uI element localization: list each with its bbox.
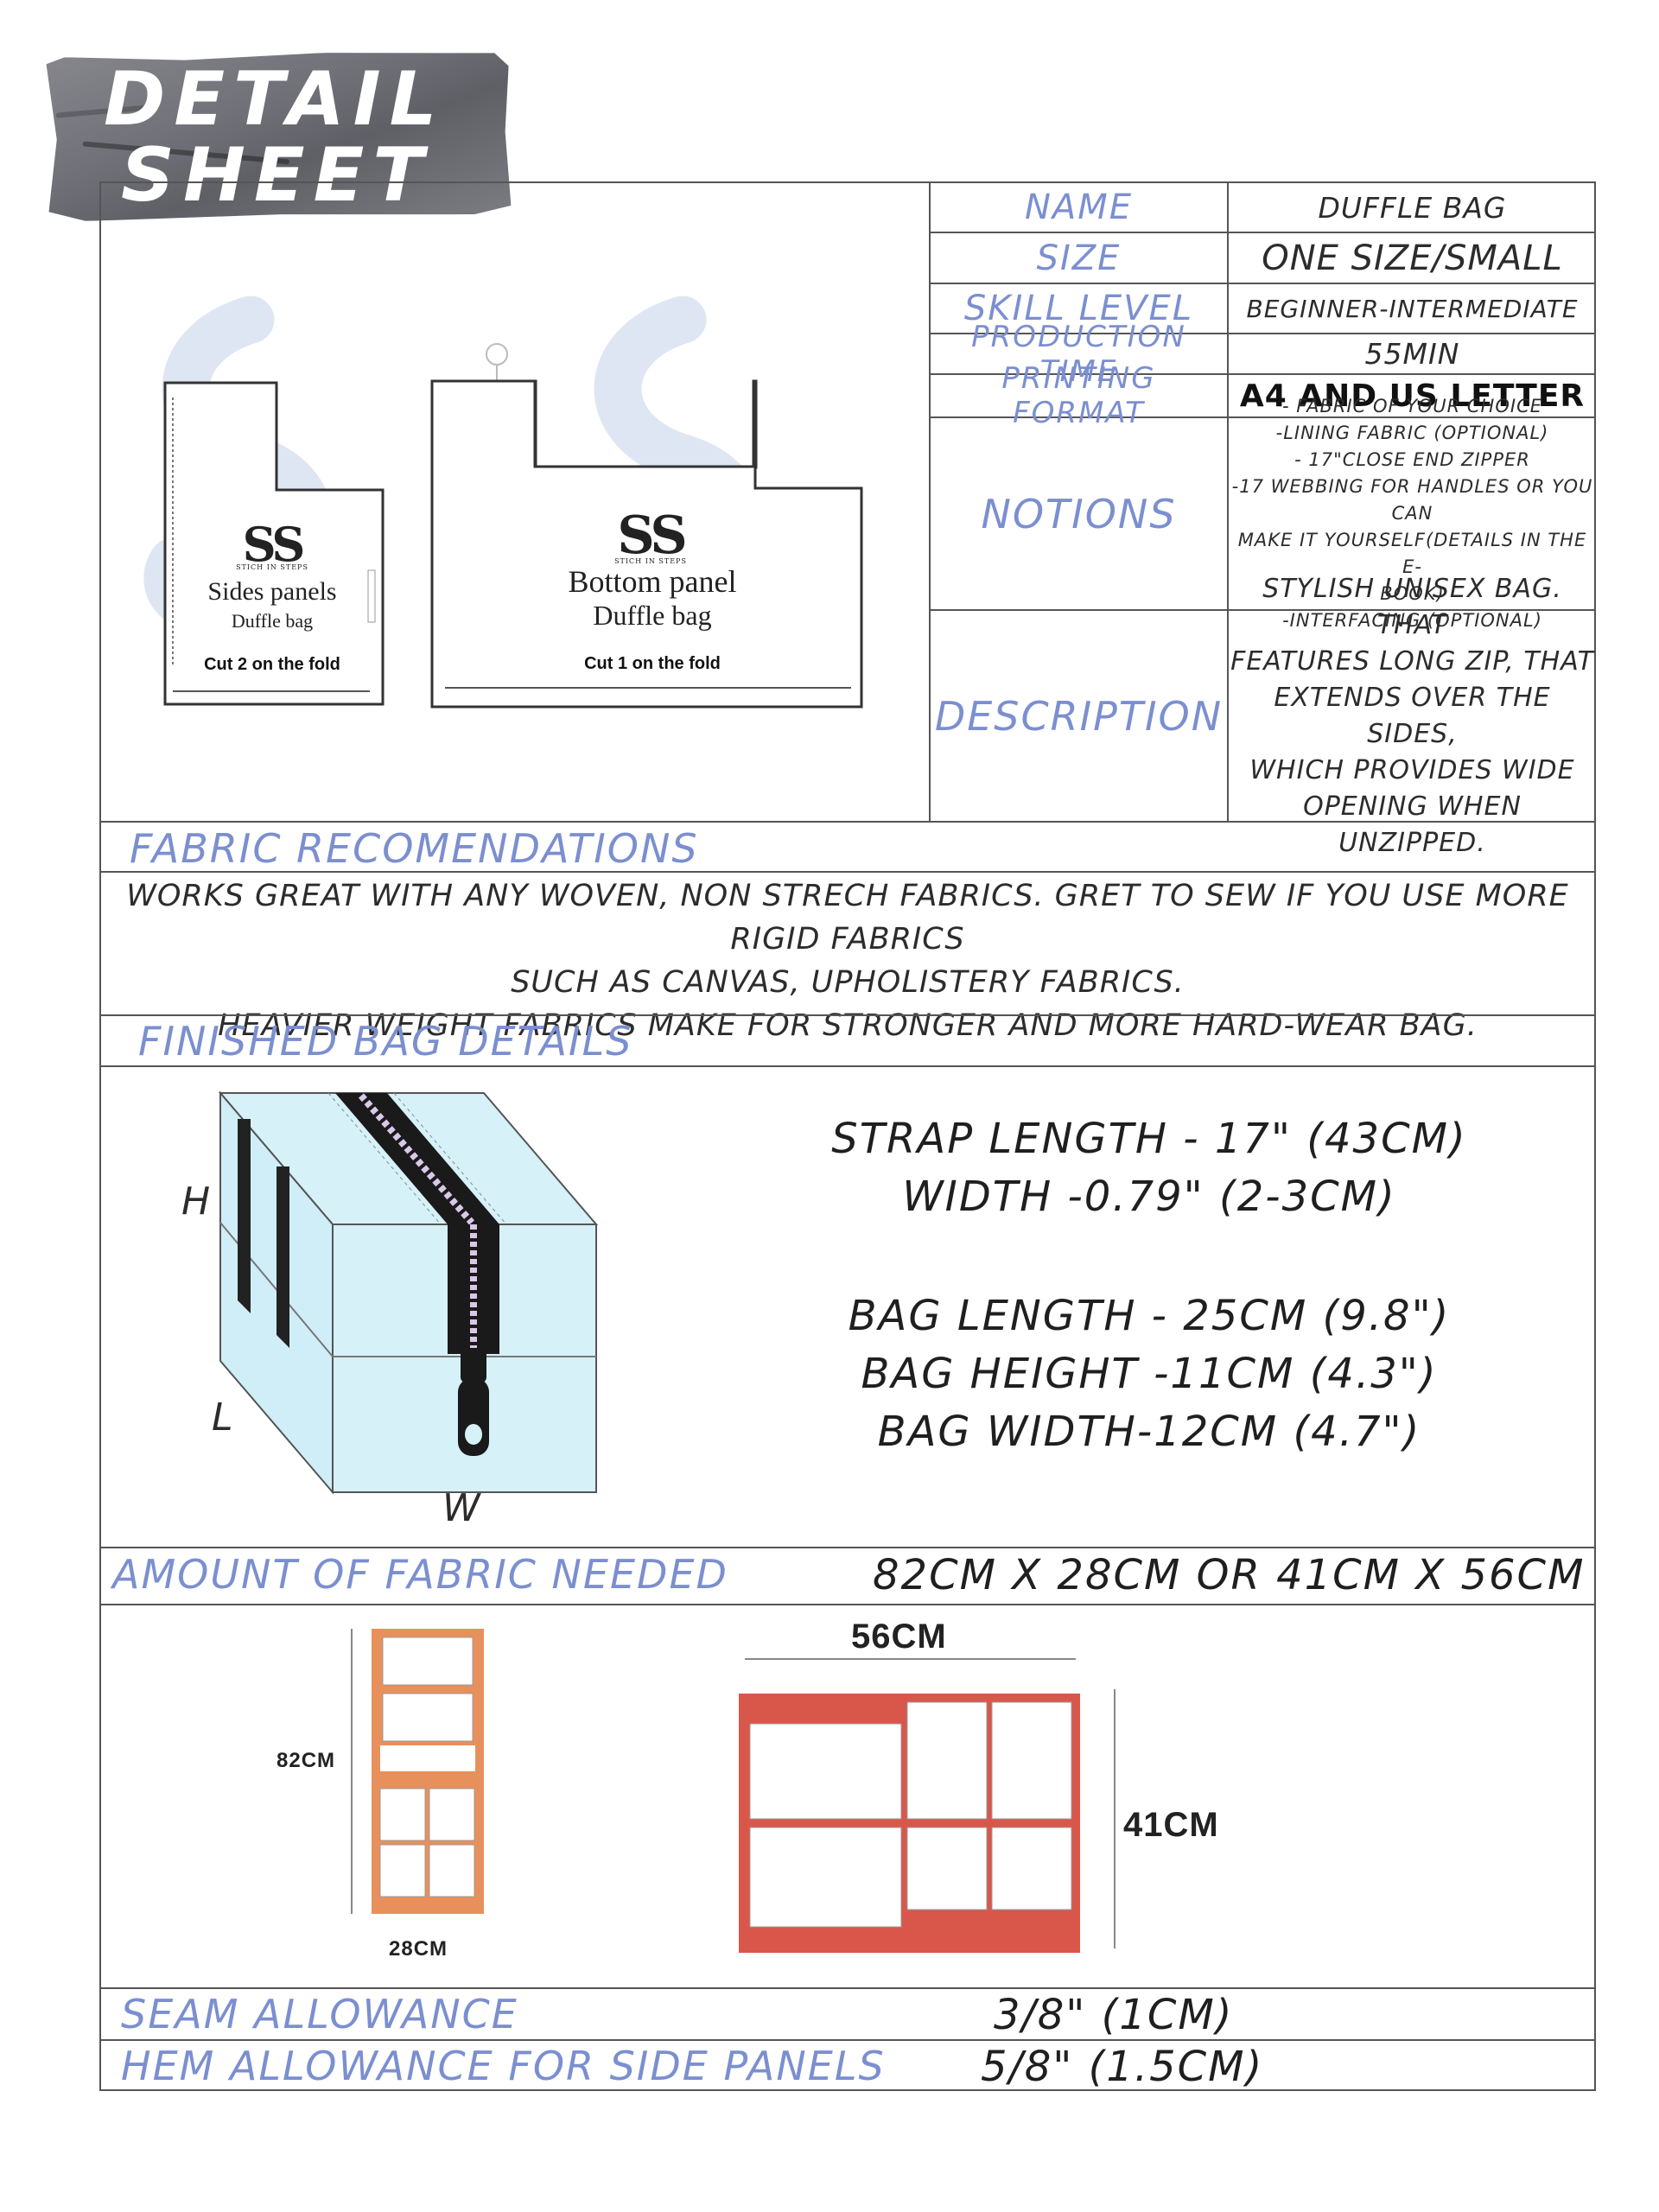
notion-item: MAKE IT YOURSELF(DETAILS IN THE E- — [1237, 530, 1587, 577]
strap-width: WIDTH -0.79" (2-3CM) — [902, 1173, 1396, 1221]
sheet-title-line1: DETAIL — [104, 56, 446, 143]
printing-format-label: PRINTING FORMAT — [1001, 361, 1156, 430]
bag-width: BAG WIDTH-12CM (4.7") — [877, 1408, 1421, 1456]
size-value: ONE SIZE/SMALL — [1262, 238, 1563, 278]
finished-bag-heading: FINISHED BAG DETAILS — [138, 1018, 633, 1065]
bottom-panel-title: Bottom panel — [568, 564, 737, 599]
production-time-value: 55MIN — [1364, 337, 1460, 371]
sides-panel-title: Sides panels — [207, 577, 337, 606]
sides-panel-pattern — [163, 381, 385, 706]
bottom-panel-brand: STICH IN STEPS — [614, 557, 687, 565]
axis-label-height: H — [181, 1179, 212, 1224]
sides-panel-logo: SS — [242, 517, 306, 572]
fabric-recommendations-heading: FABRIC RECOMENDATIONS — [130, 825, 699, 872]
fabric-line: HEAVIER WEIGHT FABRICS MAKE FOR STRONGER… — [218, 1008, 1478, 1043]
axis-label-length: L — [212, 1395, 234, 1440]
sides-panel-brand: STICH IN STEPS — [236, 563, 308, 571]
seam-allowance-label: SEAM ALLOWANCE — [121, 1991, 518, 2037]
seam-allowance-value: 3/8" (1CM) — [994, 1991, 1234, 2039]
fabric-layout-56x41 — [739, 1658, 1116, 1953]
name-label: NAME — [1024, 188, 1134, 227]
skill-level-label: SKILL LEVEL — [963, 289, 1194, 328]
fabric-line: WORKS GREAT WITH ANY WOVEN, NON STRECH F… — [126, 879, 1569, 957]
layout1-width-label: 28CM — [389, 1937, 448, 1961]
bag-illustration — [218, 1090, 599, 1495]
bottom-panel-cut-note: Cut 1 on the fold — [584, 654, 721, 673]
layout2-height-label: 41CM — [1123, 1806, 1219, 1844]
description-line: OPENING WHEN UNZIPPED. — [1303, 791, 1522, 858]
fabric-line: SUCH AS CANVAS, UPHOLISTERY FABRICS. — [511, 965, 1185, 1000]
strap-length: STRAP LENGTH - 17" (43CM) — [831, 1115, 1467, 1163]
description-line: WHICH PROVIDES WIDE — [1249, 754, 1575, 785]
name-value: DUFFLE BAG — [1318, 190, 1507, 225]
notions-list: - FABRIC OF YOUR CHOICE -LINING FABRIC (… — [1229, 396, 1596, 631]
bag-dimensions: BAG LENGTH - 25CM (9.8") BAG HEIGHT -11C… — [804, 1287, 1495, 1461]
notion-item: - 17"CLOSE END ZIPPER — [1294, 449, 1530, 470]
axis-label-width: W — [442, 1486, 481, 1530]
sides-panel-subtitle: Duffle bag — [231, 610, 314, 632]
description-text: STYLISH UNISEX BAG. THAT FEATURES LONG Z… — [1229, 574, 1596, 858]
strap-dimensions: STRAP LENGTH - 17" (43CM) WIDTH -0.79" (… — [804, 1110, 1495, 1226]
sides-panel-cut-note: Cut 2 on the fold — [204, 655, 340, 674]
bottom-panel-logo: SS — [617, 505, 687, 566]
size-label: SIZE — [1036, 238, 1122, 278]
layout2-width-label: 56CM — [851, 1618, 947, 1656]
printing-format-value: A4 AND US LETTER — [1239, 378, 1586, 414]
sheet-title-line2: SHEET — [121, 132, 433, 219]
skill-level-value: BEGINNER-INTERMEDIATE — [1246, 294, 1579, 323]
bag-height: BAG HEIGHT -11CM (4.3") — [861, 1350, 1438, 1398]
sheet-frame — [99, 181, 1596, 2091]
description-line: EXTENDS OVER THE SIDES, — [1274, 682, 1551, 749]
description-label: DESCRIPTION — [934, 692, 1224, 740]
amount-of-fabric-heading: AMOUNT OF FABRIC NEEDED — [112, 1551, 728, 1598]
notion-item: -INTERFACING (OPTIONAL) — [1282, 610, 1542, 631]
amount-of-fabric-value: 82CM X 28CM OR 41CM X 56CM — [873, 1551, 1586, 1599]
layout1-height-label: 82CM — [276, 1749, 336, 1772]
notion-item: -LINING FABRIC (OPTIONAL) — [1275, 423, 1549, 443]
notion-item: - FABRIC OF YOUR CHOICE — [1281, 396, 1542, 416]
fabric-recommendations-text: WORKS GREAT WITH ANY WOVEN, NON STRECH F… — [104, 874, 1592, 1047]
description-line: STYLISH UNISEX BAG. THAT — [1262, 573, 1562, 640]
hem-allowance-value: 5/8" (1.5CM) — [981, 2043, 1264, 2091]
bottom-panel-pattern — [430, 379, 863, 709]
notions-label: NOTIONS — [981, 490, 1177, 537]
bag-length: BAG LENGTH - 25CM (9.8") — [848, 1292, 1451, 1340]
notion-item: -17 WEBBING FOR HANDLES OR YOU CAN — [1231, 476, 1593, 524]
bottom-panel-subtitle: Duffle bag — [593, 600, 712, 631]
hem-allowance-label: HEM ALLOWANCE FOR SIDE PANELS — [121, 2043, 886, 2089]
notion-item: BOOK) — [1380, 583, 1445, 604]
fabric-layout-82x28 — [351, 1629, 484, 1914]
description-line: FEATURES LONG ZIP, THAT — [1230, 645, 1594, 677]
